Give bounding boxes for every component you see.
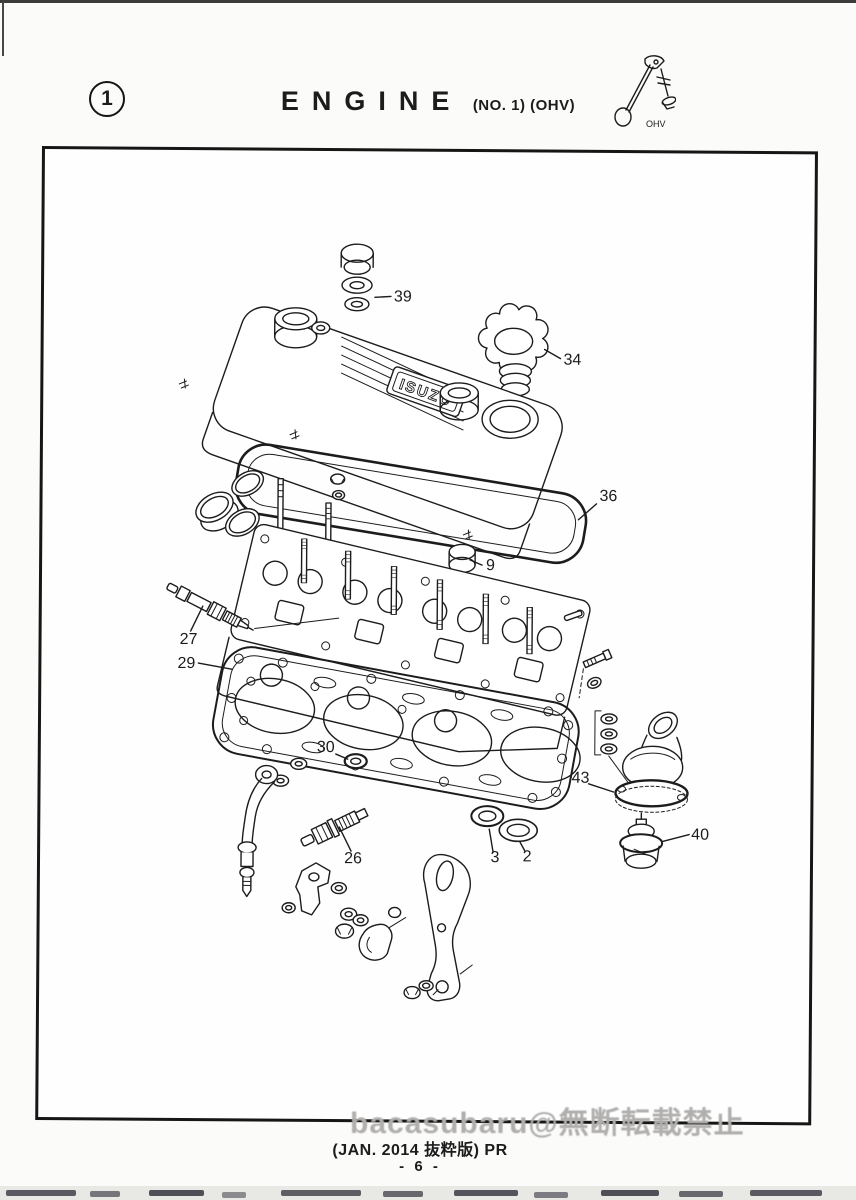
part-thermostat-housing [594, 710, 689, 813]
diagram-frame: ISUZU [35, 146, 818, 1126]
part-leakoff-pipe [237, 757, 308, 898]
page-title-note: (NO. 1) (OHV) [472, 97, 576, 114]
part-washer-3 [470, 805, 505, 828]
cover-brand-plate: ISUZU [386, 366, 467, 418]
part-valve-cover: ISUZU [178, 306, 563, 560]
ohv-valvetrain-icon: OHV [614, 55, 676, 129]
page-title: ENGINE [280, 86, 463, 116]
callout-3: 3 [491, 849, 500, 866]
part-core-plugs [195, 470, 265, 537]
part-clamp [334, 906, 407, 961]
callout-26: 26 [344, 850, 362, 867]
part-head-gasket [211, 646, 581, 810]
part-head-studs-long [271, 473, 346, 575]
callout-29: 29 [177, 655, 195, 672]
scan-artifact-top-edge [0, 0, 856, 3]
callout-36: 36 [600, 488, 618, 505]
scan-artifact-left-edge [2, 2, 4, 56]
callout-labels: 39 34 36 9 27 29 30 26 3 2 43 40 [177, 288, 709, 867]
page-header: ENGINE (NO. 1) (OHV) [0, 86, 856, 117]
footer-page-number: - 6 - [399, 1158, 441, 1175]
callout-34: 34 [563, 352, 581, 369]
part-bracket [281, 862, 348, 916]
callout-9: 9 [486, 557, 495, 574]
section-number-badge: 1 [89, 81, 125, 117]
footer-edition-text: (JAN. 2014 抜粋版) PR [332, 1142, 508, 1159]
callout-43: 43 [572, 770, 590, 787]
watermark-text: bacasubaru@無断転載禁止 [350, 1107, 745, 1140]
callout-27: 27 [180, 631, 198, 648]
scan-artifact-bottom-strip [0, 1186, 856, 1200]
ohv-icon-label: OHV [646, 119, 666, 129]
callout-39: 39 [394, 288, 412, 305]
part-small-seal [343, 753, 368, 770]
callout-30: 30 [317, 739, 335, 756]
part-thermostat [619, 812, 664, 869]
part-glow-plug [166, 582, 340, 631]
exploded-engine-diagram: ISUZU [166, 243, 709, 1002]
part-bolts-right [563, 610, 613, 699]
part-washer-2 [498, 818, 539, 843]
callout-leader-lines [189, 295, 690, 853]
callout-40: 40 [691, 827, 709, 844]
part-lifting-hook [403, 853, 473, 1002]
callout-2: 2 [523, 848, 532, 865]
part-cylinder-head [216, 523, 591, 753]
part-temp-sensor [300, 807, 369, 847]
part-breather-stack [340, 243, 374, 312]
part-oil-filler-cap [477, 303, 549, 397]
